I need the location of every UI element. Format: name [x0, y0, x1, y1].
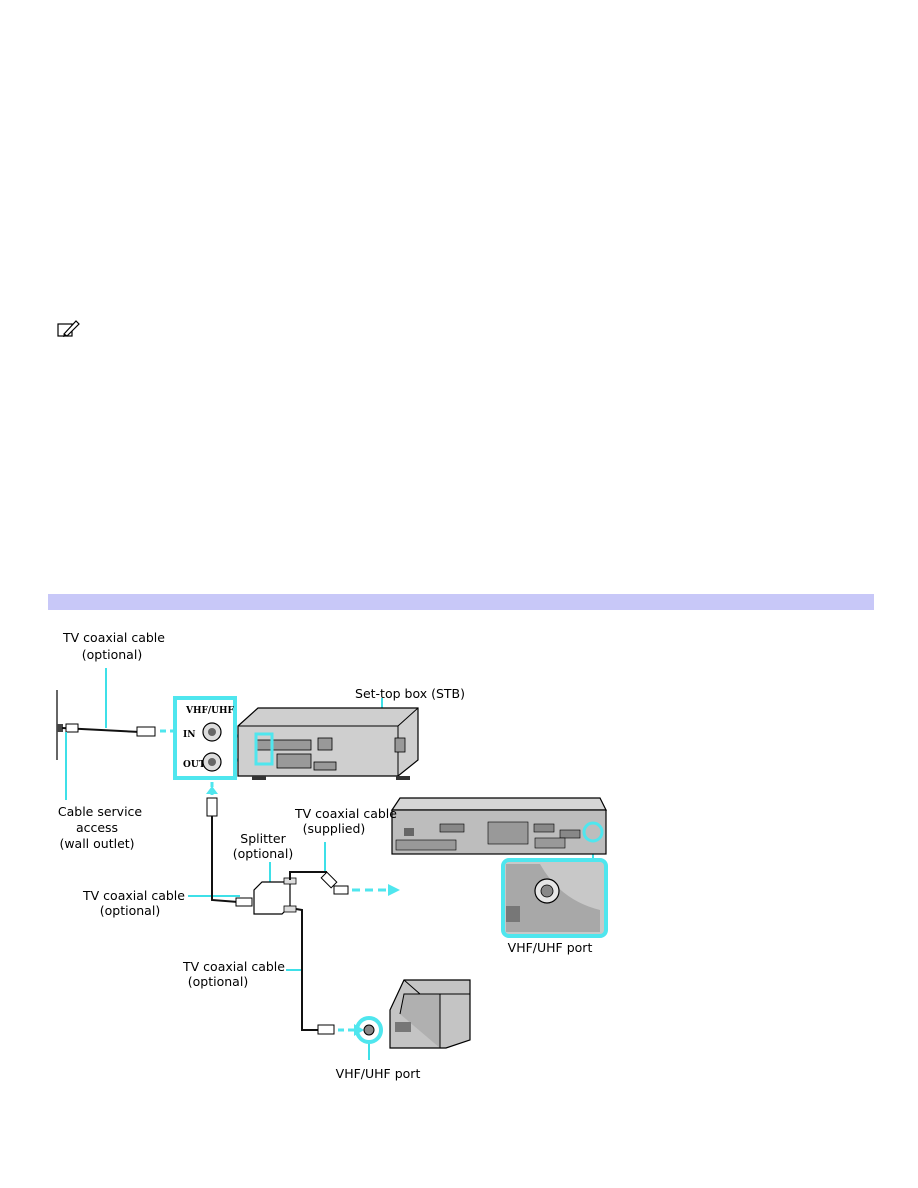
port-in-label: IN	[183, 730, 195, 740]
label-tv-coax-low: TV coaxial cable	[182, 959, 285, 974]
splitter	[253, 871, 327, 1031]
cable-connection-diagram: VHF/UHF IN OUT	[56, 630, 608, 1081]
television	[389, 979, 471, 1049]
label-set-top-box: Set-top box (STB)	[355, 686, 465, 701]
label-cable-service-access: access	[76, 820, 118, 835]
label-splitter-optional: (optional)	[233, 846, 293, 861]
label-tv-coax-top: TV coaxial cable	[62, 630, 165, 645]
computer-port-zoom	[501, 858, 608, 938]
set-top-box	[237, 707, 419, 780]
label-tv-coax-mid-optional: (optional)	[100, 903, 160, 918]
label-cable-service: Cable service	[58, 804, 143, 819]
port-vhf-uhf-label: VHF/UHF	[185, 706, 235, 716]
coax-stb-to-splitter	[206, 782, 253, 907]
section-divider-band	[48, 594, 874, 610]
label-splitter: Splitter	[240, 831, 286, 846]
label-vhf-port-computer: VHF/UHF port	[508, 940, 593, 955]
label-wall-outlet: (wall outlet)	[59, 836, 134, 851]
port-out-label: OUT	[183, 760, 206, 770]
label-tv-coax-low-optional: (optional)	[188, 974, 248, 989]
wall-outlet	[56, 690, 63, 760]
coax-cable-top	[61, 723, 186, 737]
stb-port-callout: VHF/UHF IN OUT	[173, 696, 258, 780]
coax-supplied-to-computer	[320, 871, 400, 896]
label-vhf-port-tv: VHF/UHF port	[336, 1066, 421, 1081]
pencil-note-icon	[57, 320, 80, 337]
label-tv-coax-supplied-note: (supplied)	[303, 821, 366, 836]
label-tv-coax-top-optional: (optional)	[82, 647, 142, 662]
label-tv-coax-supplied: TV coaxial cable	[294, 806, 397, 821]
label-tv-coax-mid: TV coaxial cable	[82, 888, 185, 903]
computer-rear	[390, 797, 607, 855]
coax-to-tv	[317, 1016, 383, 1044]
